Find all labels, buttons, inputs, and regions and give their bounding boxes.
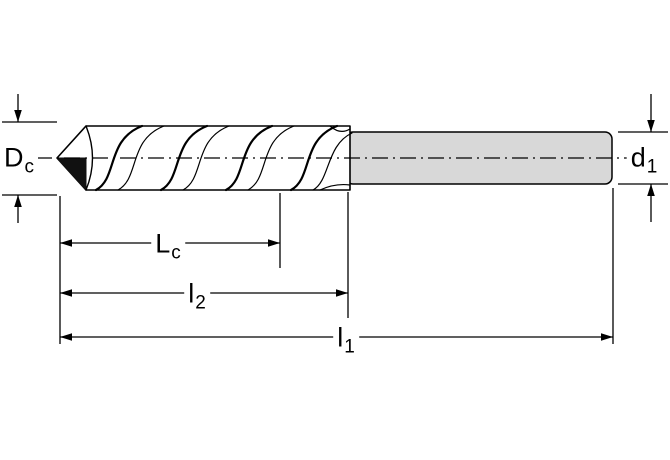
label-overall-length-l1: l1 (333, 322, 359, 357)
label-lc-sub: c (171, 242, 181, 264)
label-dc-main: D (4, 142, 24, 173)
label-length-l2: l2 (184, 278, 210, 313)
label-l1-sub: 1 (344, 336, 355, 358)
label-l2-sub: 2 (195, 292, 206, 314)
label-d1-sub: 1 (646, 156, 658, 178)
extension-lines (59, 188, 614, 344)
dimension-dc (2, 94, 57, 223)
label-shank-diameter-d1: d1 (626, 142, 662, 177)
label-d1-main: d (630, 142, 646, 173)
dimension-d1 (618, 94, 668, 222)
label-cutting-diameter-dc: Dc (0, 142, 38, 177)
label-flute-length-lc: Lc (151, 228, 185, 263)
drill-tip (56, 157, 87, 191)
label-l2-main: l (188, 278, 195, 309)
label-dc-sub: c (24, 156, 35, 178)
label-l1-main: l (337, 322, 344, 353)
label-lc-main: L (155, 228, 171, 259)
